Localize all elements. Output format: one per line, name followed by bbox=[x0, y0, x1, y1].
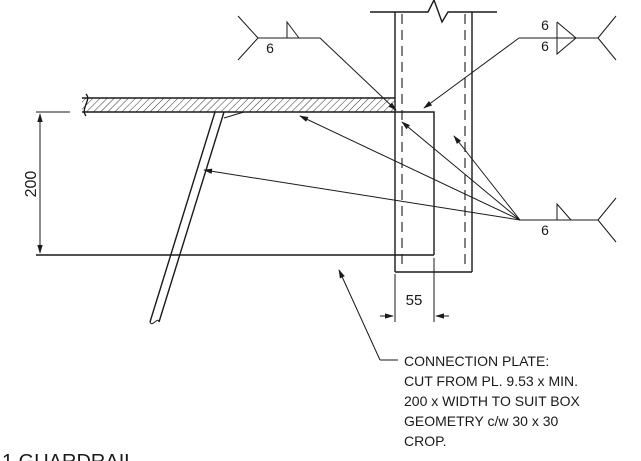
weld-symbol-top-right: 6 6 bbox=[423, 15, 617, 109]
weld-size-top-right-upper: 6 bbox=[541, 17, 549, 33]
weld-size-right: 6 bbox=[541, 222, 549, 238]
dimension-height: 200 bbox=[23, 113, 43, 254]
note-line-1: CONNECTION PLATE: bbox=[404, 353, 549, 369]
vertical-post bbox=[370, 0, 497, 273]
dimension-height-label: 200 bbox=[23, 171, 40, 198]
drawing-title: 1 GUARDRAIL bbox=[2, 451, 135, 461]
connection-plate-note: CONNECTION PLATE: CUT FROM PL. 9.53 x MI… bbox=[404, 353, 580, 449]
connection-plate bbox=[36, 111, 435, 256]
dimension-width: 55 bbox=[380, 258, 449, 322]
weld-size-top-left: 6 bbox=[266, 40, 274, 56]
weld-size-top-right-lower: 6 bbox=[541, 38, 549, 54]
note-leader bbox=[338, 269, 398, 361]
note-line-5: CROP. bbox=[404, 433, 447, 449]
weld-symbol-top-left: 6 bbox=[237, 15, 397, 111]
diagonal-brace bbox=[149, 111, 245, 325]
dimension-width-label: 55 bbox=[406, 292, 423, 309]
note-line-2: CUT FROM PL. 9.53 x MIN. bbox=[404, 373, 578, 389]
note-line-3: 200 x WIDTH TO SUIT BOX bbox=[404, 393, 580, 409]
note-line-4: GEOMETRY c/w 30 x 30 bbox=[404, 413, 559, 429]
weld-symbol-right: 6 bbox=[203, 115, 617, 243]
guardrail-top-rail bbox=[82, 93, 395, 117]
